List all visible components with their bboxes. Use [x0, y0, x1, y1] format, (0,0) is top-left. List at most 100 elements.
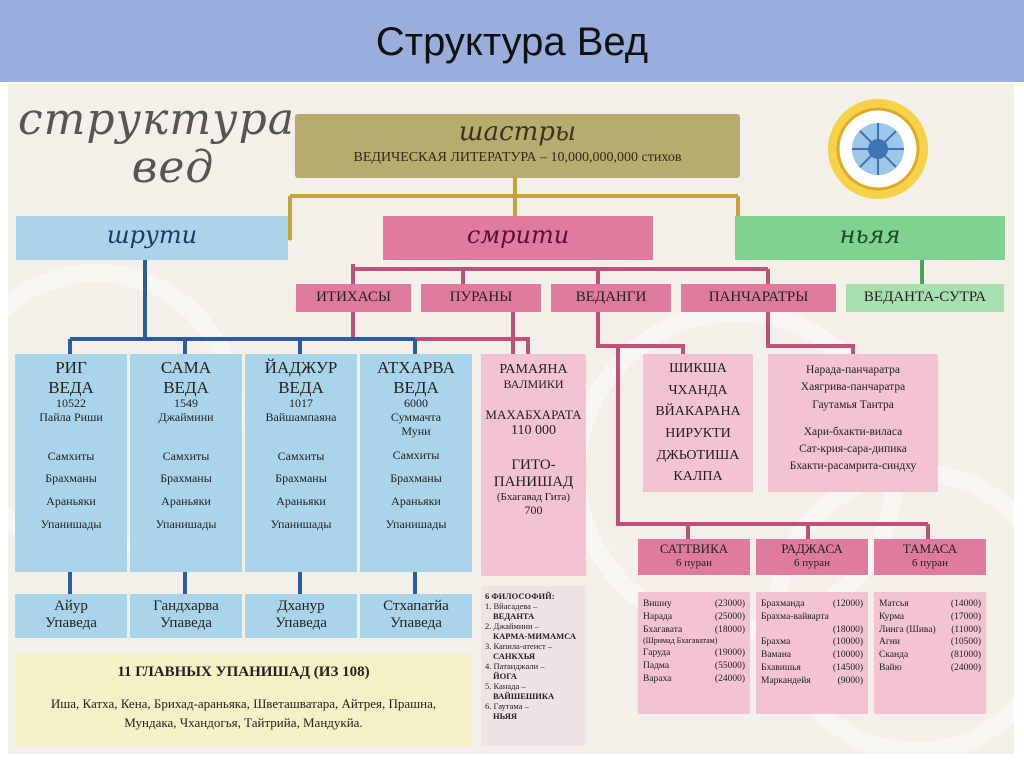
philosophy-author: 2. Джаймини –: [485, 621, 539, 632]
pancharatra-item: Сат-крия-сара-дипика: [799, 443, 907, 455]
purana-group-count: 6 пуран: [794, 556, 830, 569]
rig-veda-box: РИГ ВЕДА 10522 Пайла Риши Самхиты Брахма…: [15, 354, 127, 572]
mahabharata-label: МАХАБХАРАТА: [485, 406, 582, 422]
pancharatra-item: Хари-бхакти-виласа: [803, 425, 903, 438]
purana-item: Сканда(81000): [879, 650, 981, 661]
vedanga-item: ВЙАКАРАНА: [655, 404, 741, 420]
purana-item: Вайю(24000): [879, 663, 981, 674]
purana-item: Брахма-вайварта: [761, 611, 829, 622]
veda-name: АТХАРВА ВЕДА: [377, 358, 455, 397]
purana-item: Падма(55000): [643, 661, 745, 672]
veda-author: Джаймини: [158, 409, 214, 424]
philosophy-author: 3. Капила-атеист –: [485, 641, 553, 652]
veda-part: Упанишады: [40, 517, 102, 532]
upanishads-title: 11 ГЛАВНЫХ УПАНИШАД (ИЗ 108): [117, 664, 370, 680]
philosophy-author: 5. Канада –: [485, 681, 526, 692]
dharma-wheel-emblem-icon: [823, 94, 933, 204]
veda-part: Самхиты: [392, 448, 440, 463]
purana-group-name: САТТВИКА: [659, 541, 729, 556]
purana-group-name: ТАМАСА: [902, 541, 958, 556]
heading-line-1: структура: [18, 94, 295, 145]
gita-label: ГИТО- ПАНИШАД: [493, 456, 574, 491]
veda-part: Упанишады: [155, 517, 217, 532]
purana-item: Маркандейя(9000): [761, 675, 863, 686]
philosophy-school: ЙОГА: [493, 671, 517, 682]
veda-part: Араньяки: [46, 494, 96, 509]
philosophy-school: ВЕДАНТА: [493, 611, 535, 622]
ramayana-label: РАМАЯНА: [499, 362, 568, 377]
purana-item: Агни(10500): [879, 637, 981, 648]
rajasa-header: РАДЖАСА 6 пуран: [756, 539, 868, 575]
purana-group-count: 6 пуран: [676, 556, 712, 569]
upaveda-box: Стхапатйа Упаведа: [360, 594, 472, 638]
pancharatra-item: Хаягрива-панчаратра: [800, 381, 906, 394]
philosophy-author: 4. Патанджали –: [485, 661, 545, 672]
itihasa-box: РАМАЯНА ВАЛМИКИ МАХАБХАРАТА 110 000 ГИТО…: [481, 354, 586, 576]
nyaya-box: ньяя: [735, 216, 1005, 260]
veda-verses: 6000: [404, 396, 428, 411]
vedanta-sutra-label: ВЕДАНТА-СУТРА: [846, 284, 1004, 312]
veda-name: САМА ВЕДА: [160, 358, 212, 397]
pancharatra-item: Гаутамья Тантра: [812, 398, 894, 411]
upanishads-list: Иша, Катха, Кена, Брихад-араньяка, Швета…: [50, 696, 437, 731]
purana-item: Брахманда(12000): [761, 599, 863, 609]
philosophy-author: 6. Гаутама –: [485, 701, 529, 712]
vedanga-item: ДЖЬОТИША: [656, 447, 740, 463]
philosophy-school: САНКХЬЯ: [493, 651, 536, 662]
purana-label: ПУРАНЫ: [421, 284, 541, 312]
purana-group-count: 6 пуран: [912, 556, 948, 569]
purana-item: Нарада(25000): [643, 611, 745, 622]
veda-part: Брахманы: [275, 471, 327, 486]
vedanga-item: НИРУКТИ: [665, 426, 731, 442]
pancharatra-label: ПАНЧАРАТРЫ: [681, 284, 836, 312]
veda-verses: 10522: [56, 396, 86, 411]
sattvika-header: САТТВИКА 6 пуран: [638, 539, 750, 575]
vedanga-item: ЧХАНДА: [668, 382, 728, 398]
purana-item: Брахма(10000): [761, 637, 863, 648]
purana-item: Курма(17000): [879, 611, 981, 622]
philosophy-school: ВАЙШЕШИКА: [493, 691, 555, 702]
veda-verses: 1549: [174, 396, 198, 411]
valmiki-label: ВАЛМИКИ: [503, 377, 564, 392]
philosophies-box: 6 ФИЛОСОФИЙ: 1. Вйасадева – ВЕДАНТА 2. Д…: [481, 586, 586, 746]
mahabharata-verses: 110 000: [511, 422, 556, 438]
purana-item: Бхагавата(18000): [643, 624, 745, 635]
shastra-title: шастры: [458, 117, 577, 147]
rajasa-puranas-list: Брахманда(12000) Брахма-вайварта (18000)…: [756, 592, 868, 714]
purana-item: Линга (Шива)(11000): [879, 624, 981, 635]
sruti-box: шрути: [16, 216, 288, 260]
vedas-structure-diagram: структура вед шастры ВЕДИЧЕСКАЯ ЛИТЕРАТУ…: [8, 84, 1014, 754]
purana-item: Гаруда(19000): [643, 648, 745, 659]
veda-name: ЙАДЖУР ВЕДА: [264, 358, 338, 397]
philosophy-school: КАРМА-МИМАМСА: [493, 631, 576, 642]
upaveda-box: Айур Упаведа: [15, 594, 127, 638]
vedangas-box: ШИКША ЧХАНДА ВЙАКАРАНА НИРУКТИ ДЖЬОТИША …: [643, 354, 753, 492]
upaveda-box: Дханур Упаведа: [245, 594, 357, 638]
veda-part: Брахманы: [45, 471, 97, 486]
purana-item: Вишну(23000): [643, 599, 745, 609]
sattvika-puranas-list: Вишну(23000) Нарада(25000) Бхагавата(180…: [638, 592, 750, 714]
purana-item: (Шримад Бхагаватам): [643, 636, 718, 646]
veda-part: Брахманы: [390, 471, 442, 486]
veda-part: Брахманы: [160, 471, 212, 486]
tamasa-puranas-list: Матсья(14000) Курма(17000) Линга (Шива)(…: [874, 592, 986, 714]
veda-author: Пайла Риши: [39, 409, 103, 424]
gita-subtitle: (Бхагавад Гита): [496, 491, 571, 504]
upaveda-box: Гандхарва Упаведа: [130, 594, 242, 638]
philosophy-school: НЬЯЯ: [493, 711, 518, 722]
veda-author: Вайшампаяна: [265, 409, 337, 424]
upanishads-box: 11 ГЛАВНЫХ УПАНИШАД (ИЗ 108) Иша, Катха,…: [15, 654, 472, 746]
philosophy-author: 1. Вйасадева –: [485, 601, 538, 612]
vedanga-item: КАЛПА: [673, 469, 723, 485]
vedanga-label: ВЕДАНГИ: [551, 284, 671, 312]
slide-title: Структура Вед: [375, 20, 649, 64]
itihasa-label: ИТИХАСЫ: [296, 284, 411, 312]
title-bar: [0, 0, 1024, 82]
veda-part: Упанишады: [270, 517, 332, 532]
veda-part: Араньяки: [276, 494, 326, 509]
vedanga-item: ШИКША: [669, 361, 727, 376]
purana-item: Матсья(14000): [879, 599, 981, 609]
veda-part: Араньяки: [391, 494, 441, 509]
purana-group-name: РАДЖАСА: [781, 541, 843, 556]
veda-verses: 1017: [289, 396, 313, 411]
